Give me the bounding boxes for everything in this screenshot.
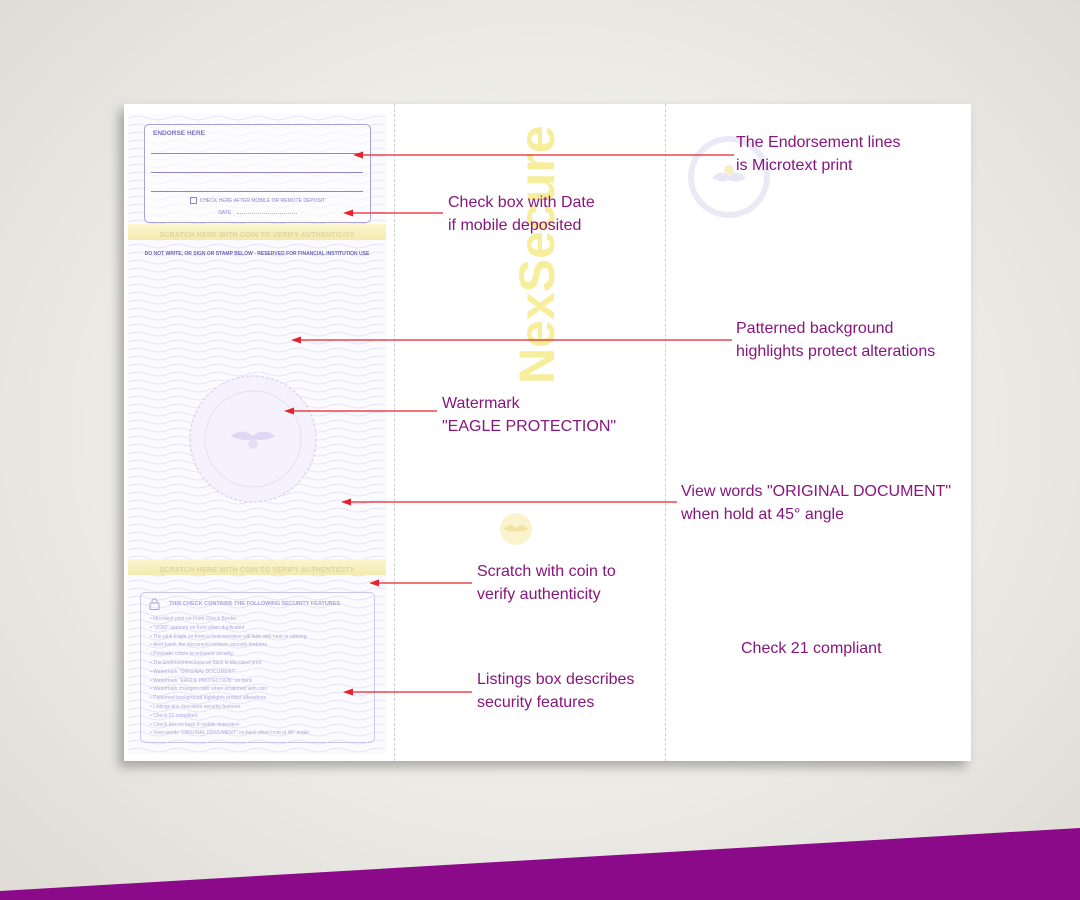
callout-eagle-watermark: Watermark"EAGLE PROTECTION": [442, 395, 617, 435]
feature-item: • Watermark "ORIGINAL DOCUMENT": [150, 668, 237, 675]
endorsement-microtext-line: [151, 172, 363, 173]
callout-check21: Check 21 compliant: [741, 640, 882, 657]
feature-item: • Check 21 compliant: [150, 712, 198, 719]
scratch-label: SCRATCH HERE WITH COIN TO VERIFY AUTHENT…: [159, 232, 355, 239]
feature-item: • "VOID" appears on front when duplicate…: [150, 624, 245, 631]
reserved-notice: DO NOT WRITE, OR SIGN OR STAMP BELOW - R…: [144, 251, 370, 257]
feature-item: • Microtext print on Front Check Border: [150, 616, 237, 622]
feature-item: • Prismatic colors to enhance security: [150, 651, 234, 658]
mobile-deposit-label: CHECK HERE AFTER MOBILE OR REMOTE DEPOSI…: [199, 197, 326, 204]
features-title: THIS CHECK CONTAINS THE FOLLOWING SECURI…: [169, 601, 341, 607]
scratch-strip-top[interactable]: SCRATCH HERE WITH COIN TO VERIFY AUTHENT…: [128, 224, 386, 240]
endorsement-microtext-line: [151, 153, 363, 154]
eagle-small-icon: [500, 513, 532, 545]
scratch-strip-bottom[interactable]: SCRATCH HERE WITH COIN TO VERIFY AUTHENT…: [128, 559, 386, 575]
feature-item: • View words "ORIGINAL DOCUMENT" on back…: [150, 730, 309, 737]
feature-item: • Watermark "EAGLE PROTECTION" on back: [150, 677, 253, 684]
callout-original-document: View words "ORIGINAL DOCUMENT"when hold …: [681, 483, 952, 523]
features-list: • Microtext print on Front Check Border …: [150, 615, 309, 738]
feature-item: • Alert band, the document contains secu…: [150, 642, 267, 649]
date-label: DATE: [218, 210, 232, 216]
lock-icon: [149, 598, 160, 610]
fold-line-1: [394, 104, 395, 761]
feature-item: • Listings box describes security featur…: [150, 703, 241, 710]
fold-line-2: [665, 104, 666, 761]
date-field[interactable]: [236, 213, 297, 214]
endorse-title: ENDORSE HERE: [153, 130, 206, 137]
feature-item: • The Endorsement lines on back is Micro…: [150, 659, 262, 666]
date-row: DATE: [145, 210, 370, 216]
feature-item: • The pink Eagle on front is heat sensit…: [150, 633, 307, 640]
endorsement-box: ENDORSE HERE CHECK HERE AFTER MOBILE OR …: [144, 124, 371, 223]
feature-item: • Check box on back if mobile deposited: [150, 721, 239, 728]
feature-item: • Watermark changes color when scratched…: [150, 686, 268, 693]
security-features-listing-box: THIS CHECK CONTAINS THE FOLLOWING SECURI…: [140, 592, 375, 743]
mobile-deposit-row: CHECK HERE AFTER MOBILE OR REMOTE DEPOSI…: [145, 197, 370, 204]
eagle-watermark-seal: [189, 375, 317, 503]
endorsement-microtext-line: [151, 191, 363, 192]
mobile-deposit-checkbox[interactable]: [189, 197, 197, 204]
eagle-seal-icon: [688, 136, 770, 218]
feature-item: • Patterned background highlights protec…: [150, 695, 266, 702]
check-back-sheet: ENDORSE HERE CHECK HERE AFTER MOBILE OR …: [124, 104, 971, 761]
scratch-label: SCRATCH HERE WITH COIN TO VERIFY AUTHENT…: [159, 567, 355, 574]
brand-watermark-vertical: NexSecure: [509, 125, 565, 385]
